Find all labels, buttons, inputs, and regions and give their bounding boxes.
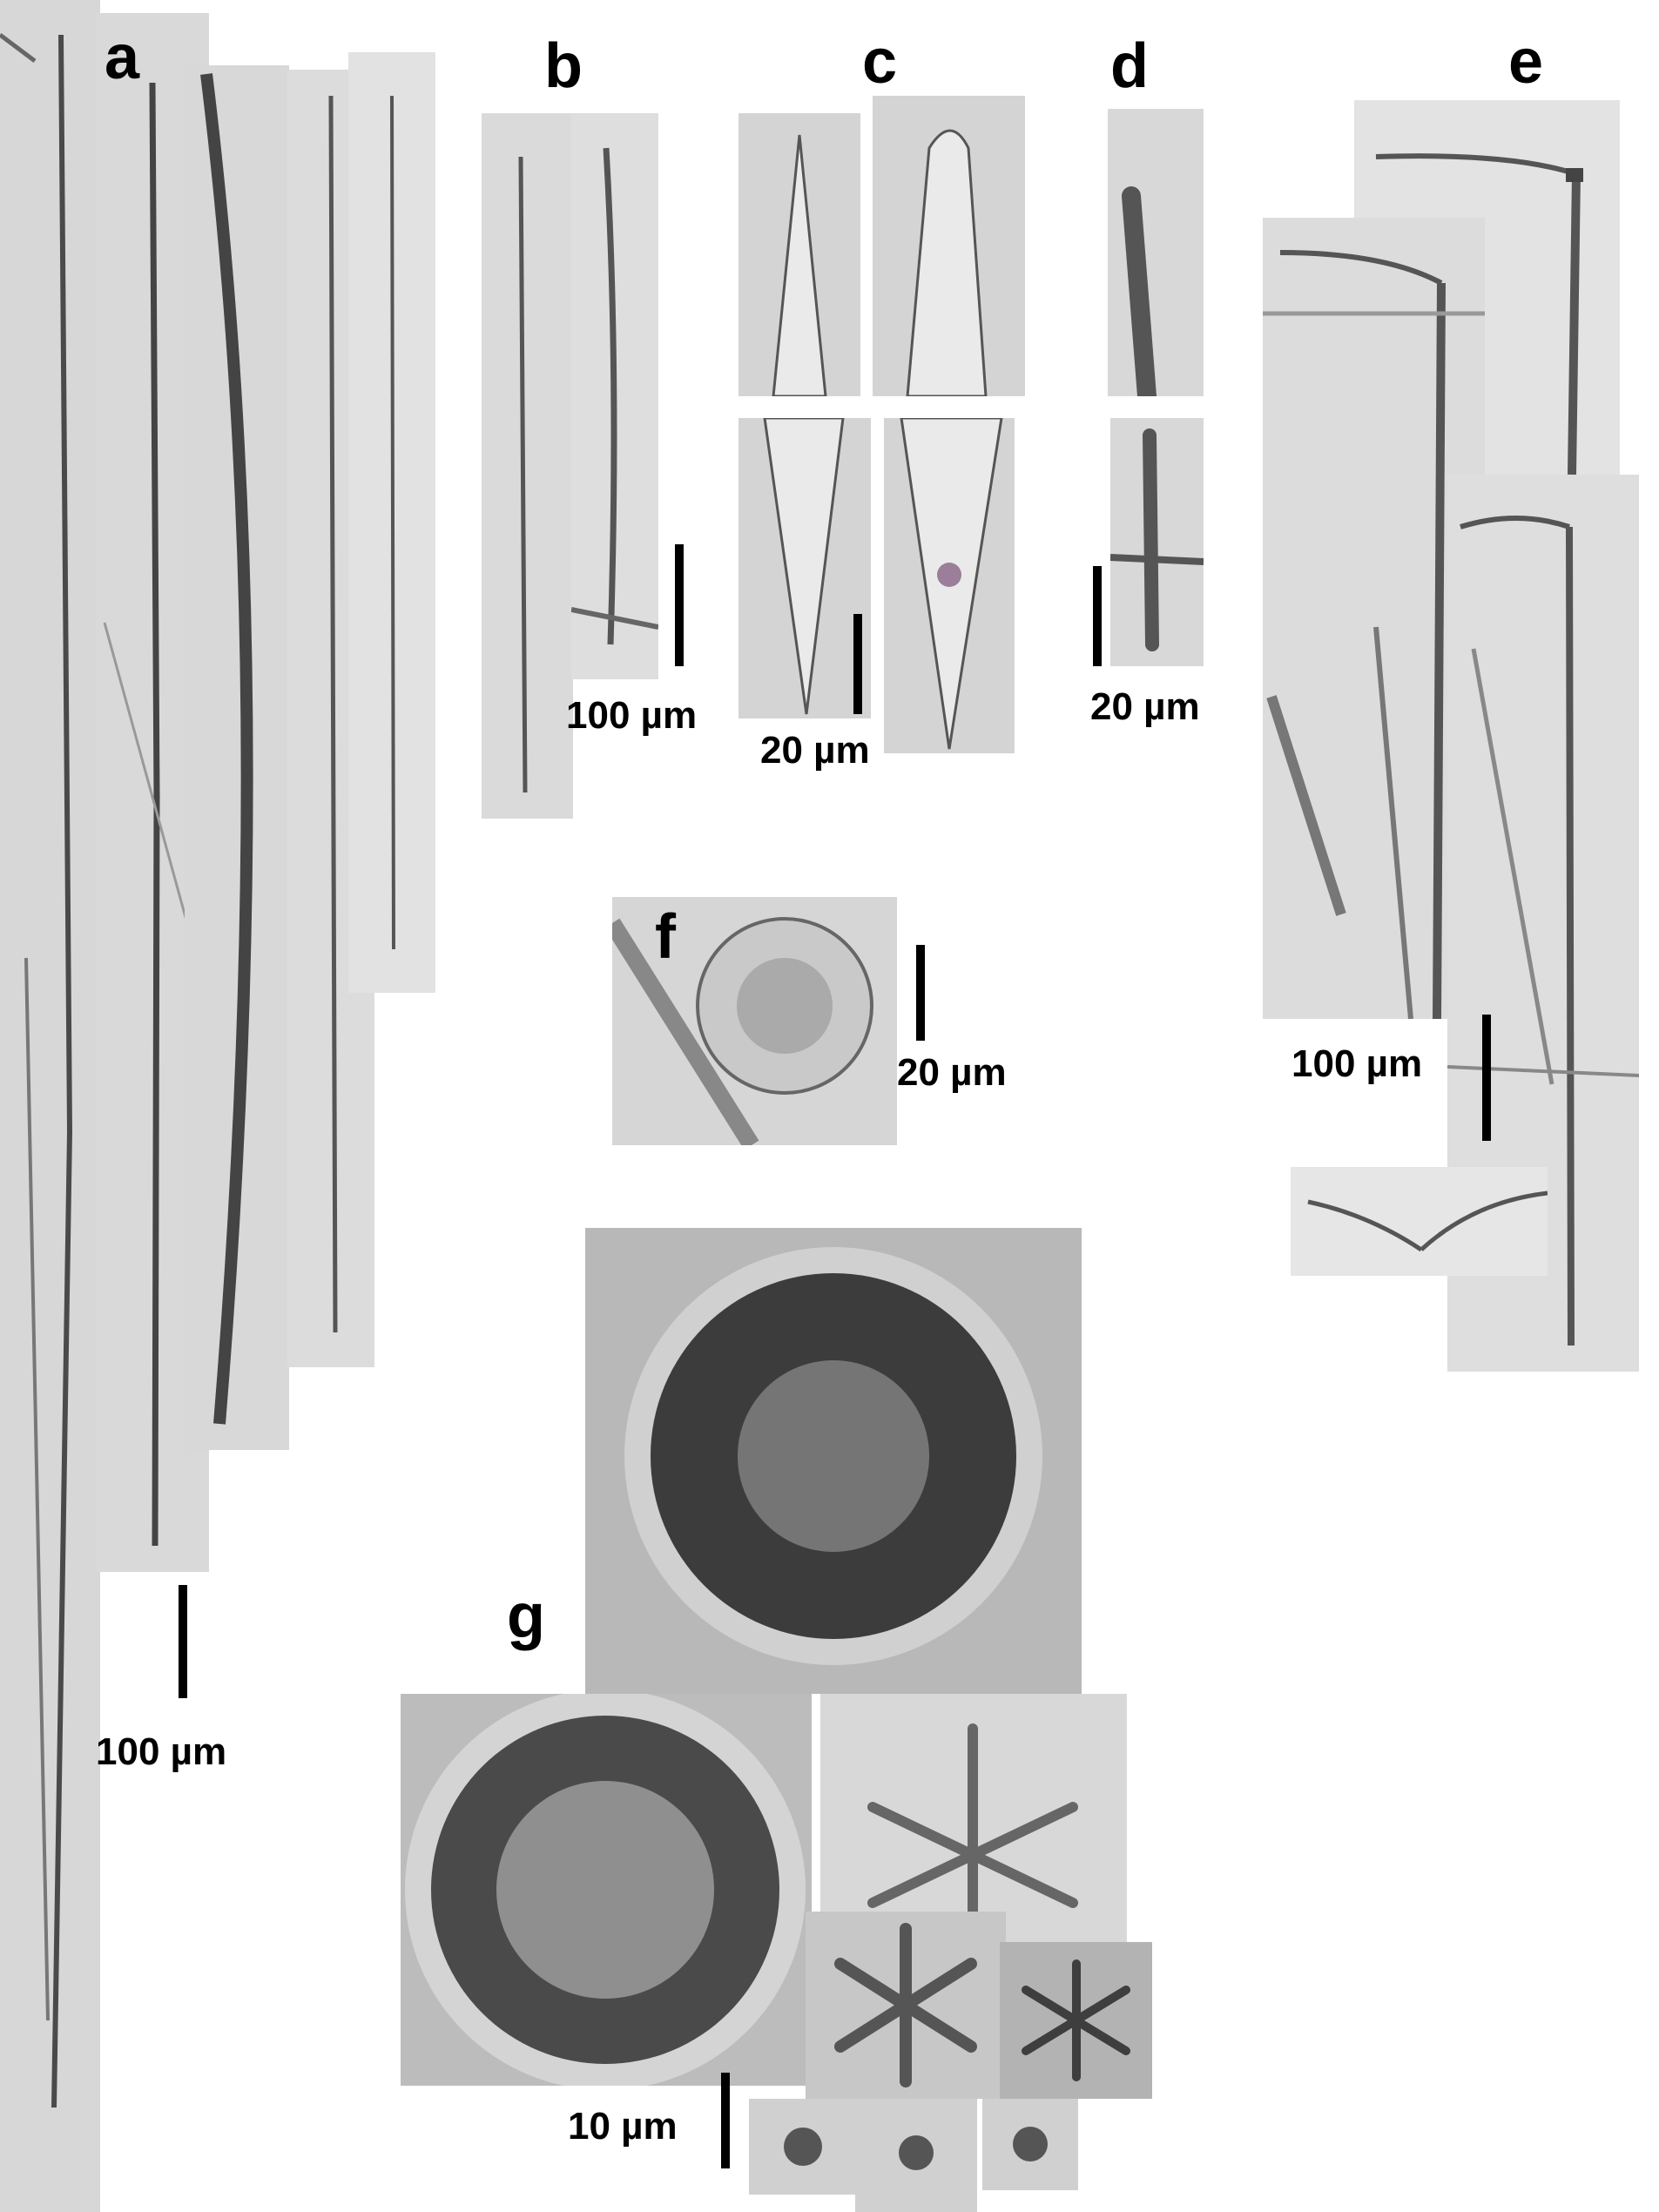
panel-c-plate-2: [873, 96, 1025, 396]
panel-c-plate-3: [738, 418, 871, 718]
panel-c-label: c: [862, 27, 898, 97]
panel-d-plate-2: [1110, 418, 1204, 666]
panel-a-label: a: [105, 23, 140, 92]
panel-f-label: f: [655, 902, 676, 972]
panel-e-label: e: [1508, 27, 1544, 97]
panel-a-scale-label: 100 µm: [96, 1730, 227, 1773]
panel-c-scale-bar: [853, 614, 862, 714]
panel-d-scale-bar: [1093, 566, 1102, 666]
panel-a-scale-bar: [179, 1585, 187, 1698]
panel-c-scale-label: 20 µm: [760, 729, 870, 772]
panel-g-label: g: [507, 1581, 545, 1651]
panel-g-plate-7: [855, 2099, 977, 2212]
panel-d-plate-1: [1108, 109, 1204, 396]
panel-f-scale-label: 20 µm: [897, 1051, 1007, 1094]
panel-b-label: b: [544, 31, 583, 101]
panel-c-plate-1: [738, 113, 860, 396]
panel-g-plate-2: [401, 1694, 812, 2086]
panel-g-plate-1: [585, 1228, 1082, 1694]
panel-c-plate-4: [884, 418, 1015, 753]
panel-e-plate-4: [1291, 1167, 1548, 1276]
panel-d-scale-label: 20 µm: [1090, 685, 1200, 728]
panel-b-plate-1: [482, 113, 573, 819]
panel-g-plate-5: [1000, 1942, 1152, 2099]
panel-d-label: d: [1110, 31, 1149, 101]
panel-b-scale-bar: [675, 544, 684, 666]
panel-b-plate-2: [571, 113, 658, 679]
panel-g-plate-6: [749, 2099, 858, 2195]
panel-a-plate-1: [0, 0, 100, 2212]
panel-b-scale-label: 100 µm: [566, 694, 698, 737]
panel-a-plate-3: [185, 65, 289, 1450]
panel-g-plate-8: [982, 2099, 1078, 2190]
panel-g-plate-4: [806, 1912, 1006, 2099]
panel-e-scale-bar: [1482, 1015, 1491, 1141]
panel-a-plate-5: [348, 52, 435, 993]
panel-f-scale-bar: [916, 945, 925, 1041]
panel-f-plate: [612, 897, 897, 1145]
panel-e-scale-label: 100 µm: [1291, 1042, 1423, 1085]
panel-g-scale-label: 10 µm: [568, 2105, 678, 2148]
panel-g-scale-bar: [721, 2073, 730, 2168]
